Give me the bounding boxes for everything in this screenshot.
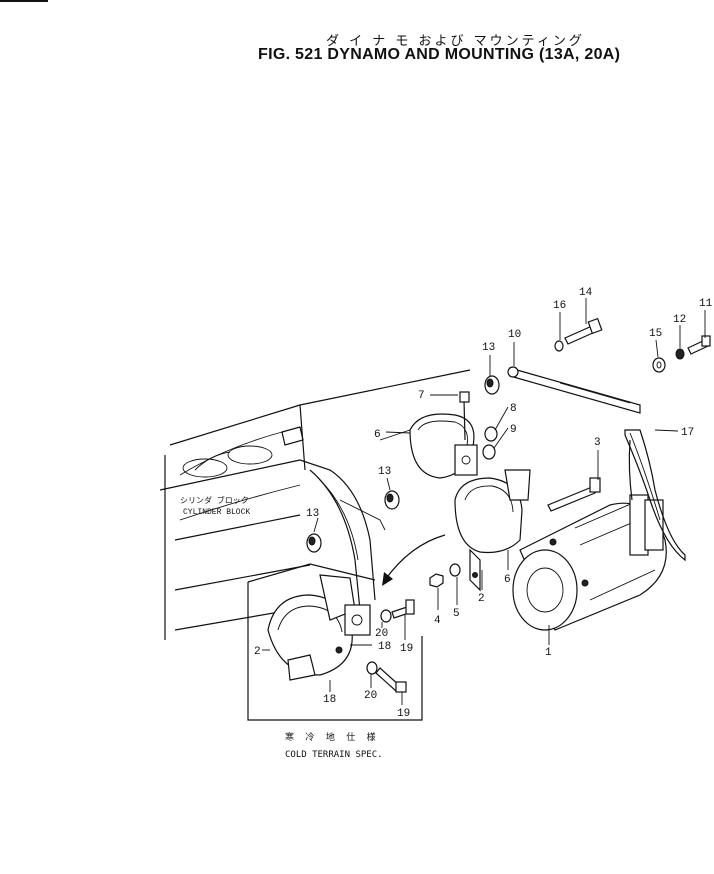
- collar-13-upper: [384, 490, 400, 510]
- part-17-label: 17: [681, 427, 694, 439]
- washer-5: [449, 563, 461, 577]
- bolt-14: [564, 317, 603, 345]
- cylinder-block-label: CYLINDER BLOCK: [183, 508, 250, 517]
- part-18-right-label: 18: [378, 641, 391, 653]
- part-13-top-label: 13: [482, 342, 495, 354]
- nut-9: [482, 444, 496, 460]
- part-1-label: 1: [545, 647, 552, 659]
- cylinder-block: [159, 369, 471, 640]
- bolt-7: [459, 391, 470, 441]
- part-2-inset-label: 2: [254, 646, 261, 658]
- nut-4: [429, 573, 444, 588]
- spring-washer-12: [675, 348, 685, 360]
- part-20-lower-label: 20: [364, 690, 377, 702]
- part-20-upper-label: 20: [375, 628, 388, 640]
- nut-8: [484, 426, 498, 442]
- part-10-label: 10: [508, 329, 521, 341]
- washer-20-upper: [380, 609, 392, 623]
- bolt-3: [547, 477, 601, 512]
- reference-arrowhead: [382, 572, 393, 586]
- inset-frame: [247, 582, 423, 721]
- inset-bracket: [267, 574, 371, 681]
- bolt-11: [687, 335, 711, 355]
- reference-arrow: [384, 534, 446, 581]
- part-8-label: 8: [510, 403, 517, 415]
- band-6-upper: [409, 413, 478, 479]
- part-13-middle-label: 13: [378, 466, 391, 478]
- part-19-lower-label: 19: [397, 708, 410, 720]
- part-18-bottom-label: 18: [323, 694, 336, 706]
- inset-caption-jp: 寒 冷 地 仕 様: [285, 731, 379, 743]
- part-4-label: 4: [434, 615, 441, 627]
- washer-16: [554, 340, 564, 352]
- cylinder-block-label-jp: シリンダ ブロック: [180, 495, 249, 506]
- part-9-label: 9: [510, 424, 517, 436]
- alternator-1: [512, 494, 667, 631]
- part-6-label: 6: [374, 429, 381, 441]
- bolt-19-upper: [391, 599, 415, 619]
- v-belt-17: [624, 429, 686, 562]
- washer-20-lower: [366, 661, 378, 675]
- collar-13-top: [484, 375, 500, 395]
- bolt-19-lower: [375, 667, 407, 693]
- part-13-lower-label: 13: [306, 508, 319, 520]
- inset-caption: COLD TERRAIN SPEC.: [285, 750, 383, 760]
- part-7-label: 7: [418, 390, 425, 402]
- inset-frame-top: [247, 563, 376, 583]
- part-6-lower-label: 6: [504, 574, 511, 586]
- collar-13-lower: [306, 533, 322, 553]
- washer-15: [652, 357, 666, 373]
- figure-title: FIG. 521 DYNAMO AND MOUNTING (13A, 20A): [258, 46, 621, 63]
- corner-mark: [0, 0, 48, 2]
- callout-leaders: [262, 298, 706, 705]
- part-19-upper-label: 19: [400, 643, 413, 655]
- bracket-2: [454, 469, 531, 592]
- part-12-label: 12: [673, 314, 686, 326]
- part-15-label: 15: [649, 328, 662, 340]
- part-16-label: 16: [553, 300, 566, 312]
- part-14-label: 14: [579, 287, 593, 299]
- adjust-bar-10: [507, 366, 641, 414]
- leader-block: [379, 429, 411, 441]
- part-11-label: 11: [699, 298, 713, 310]
- part-3-label: 3: [594, 437, 601, 449]
- part-5-label: 5: [453, 608, 460, 620]
- part-2-label: 2: [478, 593, 485, 605]
- title-japanese: ダ イ ナ モ および マウンティング: [326, 34, 585, 49]
